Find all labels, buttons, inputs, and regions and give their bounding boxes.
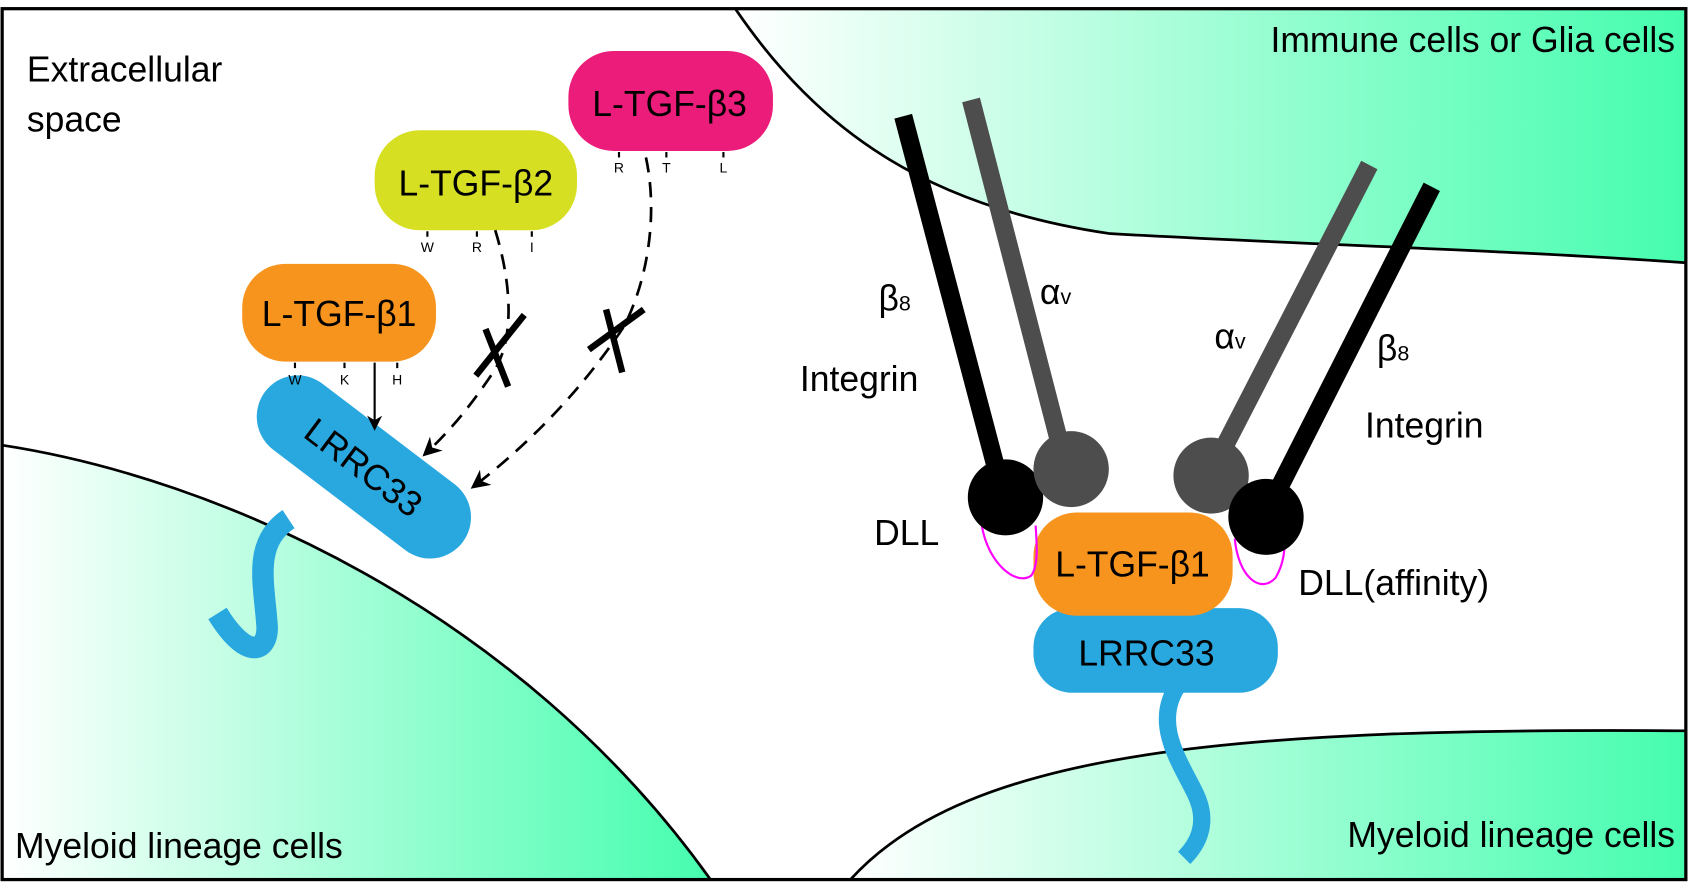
cell-bottom-left [0,443,714,881]
tgfb1-left-label: L-TGF-β1 [262,294,417,334]
tgfb1-residue-1: W [288,371,302,387]
alphav-left-head [1033,431,1109,508]
alphav-right-stalk [1202,160,1378,477]
alphav-left-label: αv [1040,272,1071,312]
block-mark-tgfb2 [473,312,527,388]
beta8-right-label: β8 [1377,328,1409,368]
beta8-left-label: β8 [878,278,910,318]
tgfb2-label: L-TGF-β2 [399,163,554,203]
tgfb2-residue-3: I [530,239,534,255]
beta8-right-head [1228,478,1304,555]
cell-top-right [732,7,1688,265]
dll-affinity-label: DLL(affinity) [1298,563,1489,603]
tgfb1-residue-3: H [392,371,402,387]
tgfb2-residue-1: W [421,239,435,255]
label-extracellular: Extracellular [27,49,223,89]
alphav-left-stalk [962,97,1075,470]
dll-loop-left [980,525,1038,580]
label-myeloid-right: Myeloid lineage cells [1347,815,1675,855]
tgfb2-left: L-TGF-β2 W R I [374,130,578,255]
beta8-left-head [967,459,1044,536]
dll-left-label: DLL [874,513,939,553]
beta8-right-stalk [1256,182,1440,521]
tgfb3-residue-3: L [720,160,728,176]
tgfb1-right: L-TGF-β1 [1033,512,1233,616]
lrrc33-left-tail [208,510,296,659]
frame-border [0,7,1688,882]
label-myeloid-left: Myeloid lineage cells [15,826,343,866]
label-immune-glia-cells: Immune cells or Glia cells [1270,20,1675,60]
tgfb3-residue-2: T [662,160,671,176]
integrin-right-label: Integrin [1365,405,1483,445]
tgfb1-left: L-TGF-β1 W K H [242,263,436,387]
tgfb3-residue-1: R [614,160,624,176]
arrow-tgfb3-to-lrrc33-blocked [470,157,653,489]
lrrc33-right-label: LRRC33 [1078,634,1214,674]
block-mark-tgfb3 [586,306,646,374]
tgfb1-right-label: L-TGF-β1 [1055,544,1210,584]
tgfb2-residue-2: R [472,239,482,255]
label-space: space [27,99,122,139]
tgfb1-residue-2: K [340,371,350,387]
alphav-right-head [1173,437,1249,514]
lrrc33-right-tail [1158,679,1211,864]
beta8-left-stalk [894,113,1014,502]
tgfb3-left: L-TGF-β3 R T L [568,51,773,176]
alphav-right-label: αv [1214,316,1245,356]
tgfb3-label: L-TGF-β3 [592,84,747,124]
integrin-left-label: Integrin [800,359,918,399]
lrrc33-right: LRRC33 [1033,608,1278,693]
